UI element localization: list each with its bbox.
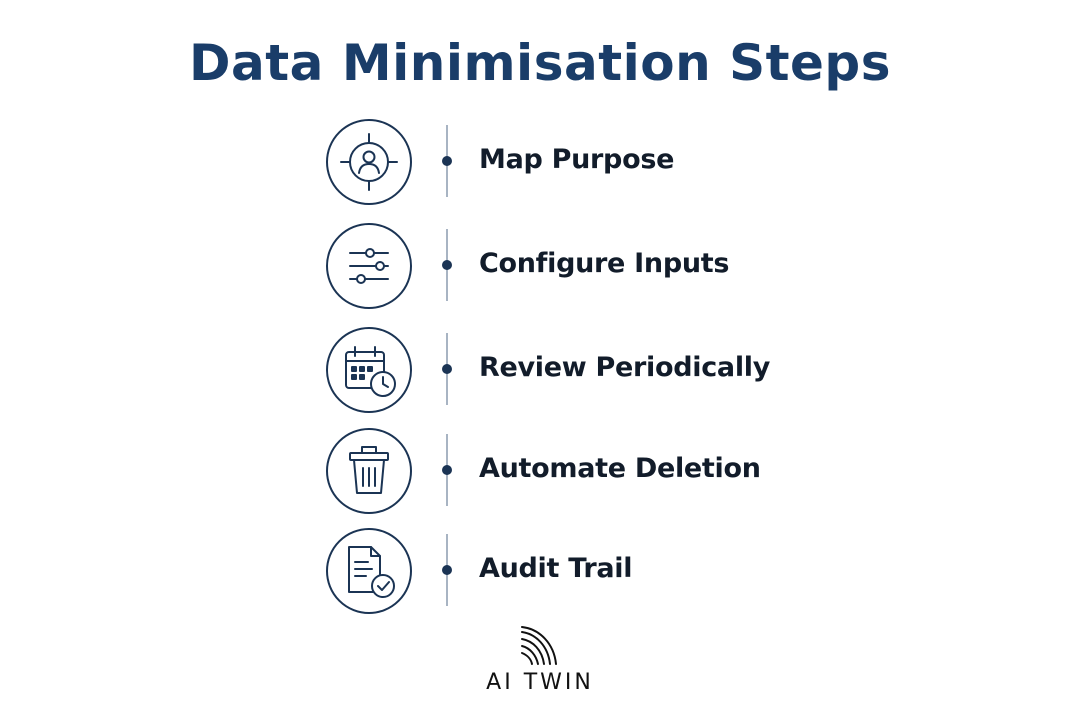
step-bullet [442,364,452,374]
step-map-purpose: Map Purpose [326,119,926,207]
trash-icon [326,428,412,514]
step-label: Configure Inputs [479,248,730,279]
brand-logo: AI TWIN [480,626,600,706]
target-person-icon [326,119,412,205]
signal-arcs-icon [521,626,557,665]
step-configure-inputs: Configure Inputs [326,223,926,311]
step-label: Map Purpose [479,144,675,175]
document-check-icon [326,528,412,614]
step-review-periodically: Review Periodically [326,327,926,415]
page-title: Data Minimisation Steps [189,34,891,92]
step-bullet [442,465,452,475]
step-label: Audit Trail [479,553,633,584]
calendar-clock-icon [326,327,412,413]
step-bullet [442,156,452,166]
step-bullet [442,260,452,270]
step-audit-trail: Audit Trail [326,528,926,616]
step-label: Review Periodically [479,352,771,383]
step-bullet [442,565,452,575]
step-automate-deletion: Automate Deletion [326,428,926,516]
brand-name: AI TWIN [486,670,594,695]
sliders-icon [326,223,412,309]
step-label: Automate Deletion [479,453,761,484]
